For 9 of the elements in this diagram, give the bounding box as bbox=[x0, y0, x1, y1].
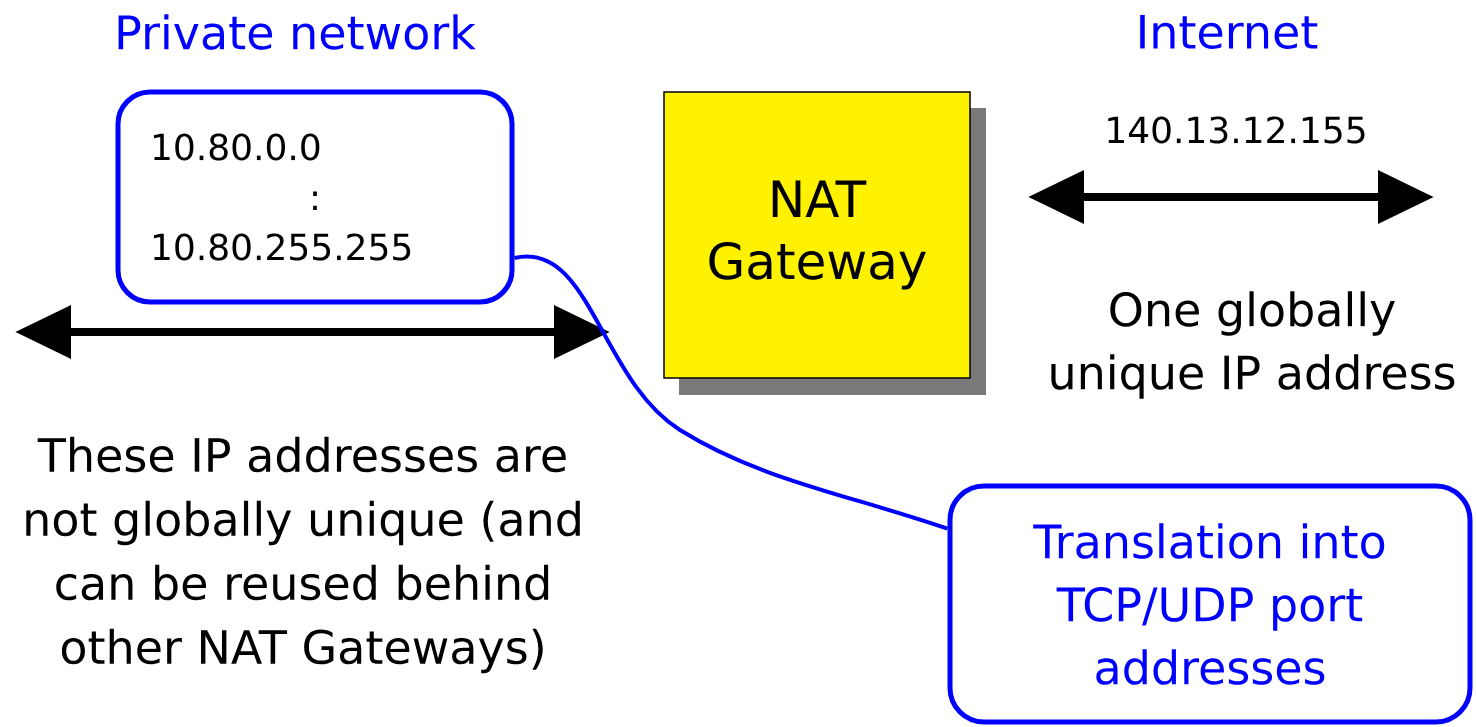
note-text: One globally unique IP address bbox=[1051, 291, 1455, 399]
connector-curve bbox=[514, 254, 949, 531]
region-heading: Private network bbox=[118, 14, 476, 50]
region-heading: Internet bbox=[1140, 14, 1318, 50]
note-text: These IP addresses are not globally unique (and can be reused behind other NAT Gateways) bbox=[26, 436, 580, 674]
callout-box: Translation into TCP/UDP port addresses bbox=[947, 483, 1473, 725]
ip-address-label: 140.13.12.155 bbox=[1108, 116, 1365, 144]
address-range-box: 10.80.0.0 : 10.80.255.255 bbox=[115, 89, 515, 305]
gateway-box: NAT Gateway bbox=[663, 91, 986, 395]
